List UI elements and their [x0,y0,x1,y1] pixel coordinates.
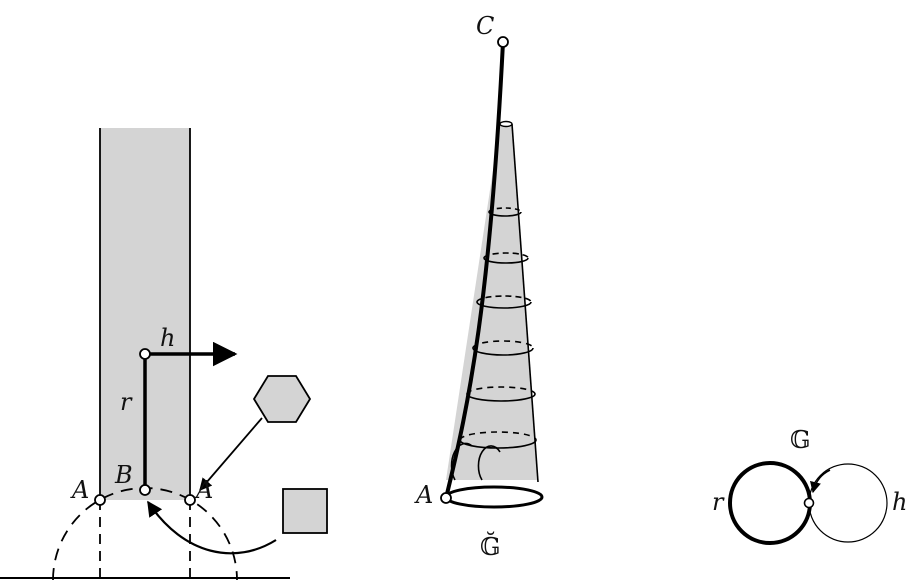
label-A-left-1: A [70,476,89,504]
point-A-mid [440,492,452,504]
label-A-mid: A [414,481,433,509]
hexagon-arrow [199,417,263,491]
square-arrow [147,500,277,555]
point-A-left [94,494,106,506]
label-h-left: h [160,324,175,352]
label-h-right: h [892,488,907,516]
point-B [139,484,151,496]
junction-point [803,497,815,509]
label-B: B [114,461,133,489]
point-C [497,36,509,48]
hexagon-icon [252,375,312,423]
label-G-top: 𝔾 [790,426,811,454]
label-G-breve: 𝔾̆ [480,531,501,561]
cone-top-ellipse [499,120,513,128]
label-A-left-2: A [194,476,213,504]
right-panel: 𝔾 r h [712,426,907,545]
loop-arrow [810,469,831,494]
label-r-right: r [712,488,725,516]
label-C: C [476,12,494,40]
path-A-to-C [444,41,505,499]
cone-base-ellipse [444,485,544,509]
label-r-left: r [120,388,133,416]
middle-panel: C A 𝔾̆ [414,12,544,561]
point-A-right [184,494,196,506]
top-point [139,348,151,360]
left-panel: h r B A A [0,128,328,581]
circle-h [808,463,888,543]
square-icon [282,488,328,534]
cone-right-edge [511,123,539,483]
circle-r [728,461,812,545]
